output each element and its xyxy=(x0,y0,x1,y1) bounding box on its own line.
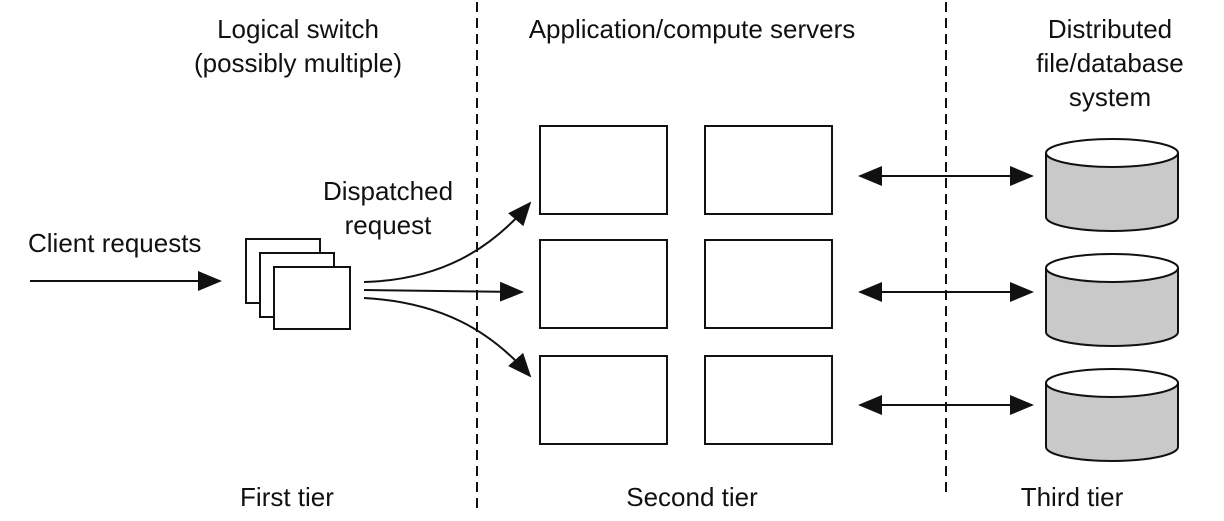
dispatch-arrow-middle xyxy=(363,281,524,302)
second-tier-label: Second tier xyxy=(626,482,758,512)
server-box xyxy=(539,239,668,329)
database-cylinder-icon xyxy=(1045,253,1179,347)
client-requests-label: Client requests xyxy=(28,228,201,258)
app-servers-label: Application/compute servers xyxy=(529,14,856,44)
third-tier-label: Third tier xyxy=(1021,482,1124,512)
dispatched-label-line2: request xyxy=(345,210,432,240)
dist-fs-label-line1: Distributed xyxy=(1048,14,1172,44)
dispatch-arrow-bottom xyxy=(363,297,532,378)
dispatched-label-line1: Dispatched xyxy=(323,176,453,206)
dist-fs-label-line3: system xyxy=(1069,82,1151,112)
switch-card-front xyxy=(273,266,351,330)
database-cylinder-icon xyxy=(1045,138,1179,232)
dispatch-arrow-top xyxy=(363,201,532,283)
server-box xyxy=(704,239,833,329)
logical-switch-stack xyxy=(245,238,351,330)
database-cylinder-icon xyxy=(1045,368,1179,462)
dist-fs-label-line2: file/database xyxy=(1036,48,1183,78)
first-tier-label: First tier xyxy=(240,482,334,512)
server-grid xyxy=(539,125,833,445)
server-box xyxy=(539,125,668,215)
logical-switch-label-line1: Logical switch xyxy=(217,14,379,44)
server-box xyxy=(704,125,833,215)
logical-switch-label-line2: (possibly multiple) xyxy=(194,48,402,78)
server-box xyxy=(539,355,668,445)
server-box xyxy=(704,355,833,445)
